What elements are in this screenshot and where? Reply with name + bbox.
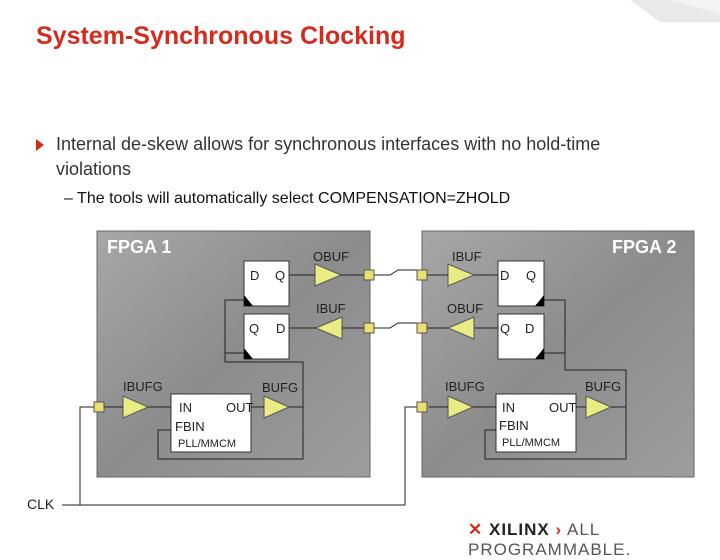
bullet-arrow-icon — [36, 139, 44, 151]
fpga1-ff-top-clock-icon — [244, 295, 253, 306]
fpga2-ff-bottom-q: Q — [500, 321, 511, 336]
fpga1-ff-bottom-d: D — [276, 321, 286, 336]
xilinx-brand: XILINX — [488, 520, 550, 539]
fpga1-obuf-label: OBUF — [313, 249, 350, 264]
fpga1-ff-bottom — [243, 313, 290, 360]
fpga1-ff-top — [243, 260, 290, 307]
fpga2-ff-top — [497, 260, 545, 307]
slide-title: System-Synchronous Clocking — [36, 22, 406, 50]
fpga1-pll — [170, 393, 252, 453]
clk-label: CLK — [27, 496, 55, 512]
fpga1-bufg-label: BUFG — [262, 380, 299, 395]
fpga1-ff-bottom-q: Q — [249, 321, 260, 336]
fpga2-ibuf-label: IBUF — [452, 249, 482, 264]
fpga2-ff-bottom-d: D — [525, 321, 535, 336]
xilinx-mark-icon: ✕ — [468, 520, 484, 539]
fpga1-ff-top-d: D — [250, 268, 260, 283]
fpga2-pll-fbin: FBIN — [499, 418, 529, 433]
fpga2-title: FPGA 2 — [612, 237, 677, 257]
fpga2-ibufg-label: IBUFG — [445, 379, 485, 394]
main-bullet-text: Internal de-skew allows for synchronous … — [56, 134, 601, 179]
fpga2-bufg-label: BUFG — [585, 379, 622, 394]
fpga1-ibuf-label: IBUF — [316, 301, 346, 316]
fpga1-ff-top-q: Q — [275, 268, 286, 283]
fpga2-pll-out: OUT — [549, 400, 577, 415]
fpga1-pll-name: PLL/MMCM — [178, 438, 237, 450]
fpga1-pll-out: OUT — [226, 400, 254, 415]
fpga2-pad-ibuf — [416, 269, 428, 281]
fpga1-pll-in: IN — [179, 400, 192, 415]
main-bullet: Internal de-skew allows for synchronous … — [36, 132, 676, 182]
fpga2-obuf-label: OBUF — [447, 301, 484, 316]
fpga2-pad-clk — [416, 401, 428, 413]
fpga2-pll-in: IN — [502, 400, 515, 415]
fpga2-pad-obuf — [416, 322, 428, 334]
xilinx-logo: ✕ XILINX › ALL PROGRAMMABLE. — [468, 520, 720, 560]
fpga1-pll-fbin: FBIN — [175, 419, 205, 434]
fpga1-ff-bottom-clock-icon — [244, 348, 253, 359]
fpga1-pad-clk — [93, 401, 105, 413]
fpga2-ff-bottom — [497, 313, 545, 360]
fpga2-ff-top-clock-icon — [535, 295, 544, 306]
sub-bullet: – The tools will automatically select CO… — [64, 190, 511, 207]
fpga1-ibufg-label: IBUFG — [123, 379, 163, 394]
corner-decoration — [630, 0, 720, 22]
fpga1-title: FPGA 1 — [107, 237, 172, 257]
fpga2-ff-top-d: D — [500, 268, 510, 283]
fpga1-pad-obuf — [363, 269, 375, 281]
fpga2-pll — [495, 393, 577, 453]
fpga2-ff-bottom-clock-icon — [535, 348, 544, 359]
xilinx-arrow-icon: › — [555, 520, 563, 539]
clocking-diagram — [62, 230, 695, 506]
fpga2-ff-top-q: Q — [526, 268, 537, 283]
fpga1-pad-ibuf — [363, 322, 375, 334]
fpga2-pll-name: PLL/MMCM — [502, 437, 561, 449]
